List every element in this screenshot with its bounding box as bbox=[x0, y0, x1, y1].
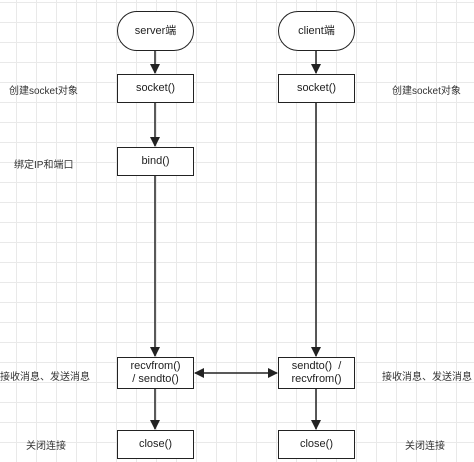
annotation-server-bind: 绑定IP和端口 bbox=[14, 160, 74, 171]
client-sendto-recvfrom-node: sendto() / recvfrom() bbox=[278, 357, 355, 389]
annotation-server-create-socket: 创建socket对象 bbox=[9, 86, 78, 97]
annotation-client-close: 关闭连接 bbox=[405, 441, 445, 452]
server-start-label: server端 bbox=[134, 24, 177, 37]
client-recvfrom-label: recvfrom() bbox=[291, 373, 342, 385]
client-start-label: client端 bbox=[298, 24, 335, 37]
server-socket-node: socket() bbox=[117, 74, 194, 103]
client-socket-node: socket() bbox=[278, 74, 355, 103]
client-close-node: close() bbox=[278, 430, 355, 459]
annotation-server-recv-send: 接收消息、发送消息 bbox=[0, 372, 90, 383]
server-close-node: close() bbox=[117, 430, 194, 459]
server-bind-label: bind() bbox=[141, 155, 170, 167]
annotation-client-recv-send: 接收消息、发送消息 bbox=[382, 372, 472, 383]
client-start-node: client端 bbox=[278, 11, 355, 51]
client-socket-label: socket() bbox=[296, 82, 337, 94]
annotation-server-close: 关闭连接 bbox=[26, 441, 66, 452]
server-bind-node: bind() bbox=[117, 147, 194, 176]
server-recvfrom-label: recvfrom() bbox=[130, 360, 181, 372]
server-socket-label: socket() bbox=[135, 82, 176, 94]
server-close-label: close() bbox=[138, 438, 172, 450]
server-sendto-label: / sendto() bbox=[132, 373, 179, 385]
annotation-client-create-socket: 创建socket对象 bbox=[392, 86, 461, 97]
client-close-label: close() bbox=[299, 438, 333, 450]
server-start-node: server端 bbox=[117, 11, 194, 51]
client-sendto-label: sendto() / bbox=[291, 360, 342, 372]
server-recvfrom-sendto-node: recvfrom() / sendto() bbox=[117, 357, 194, 389]
